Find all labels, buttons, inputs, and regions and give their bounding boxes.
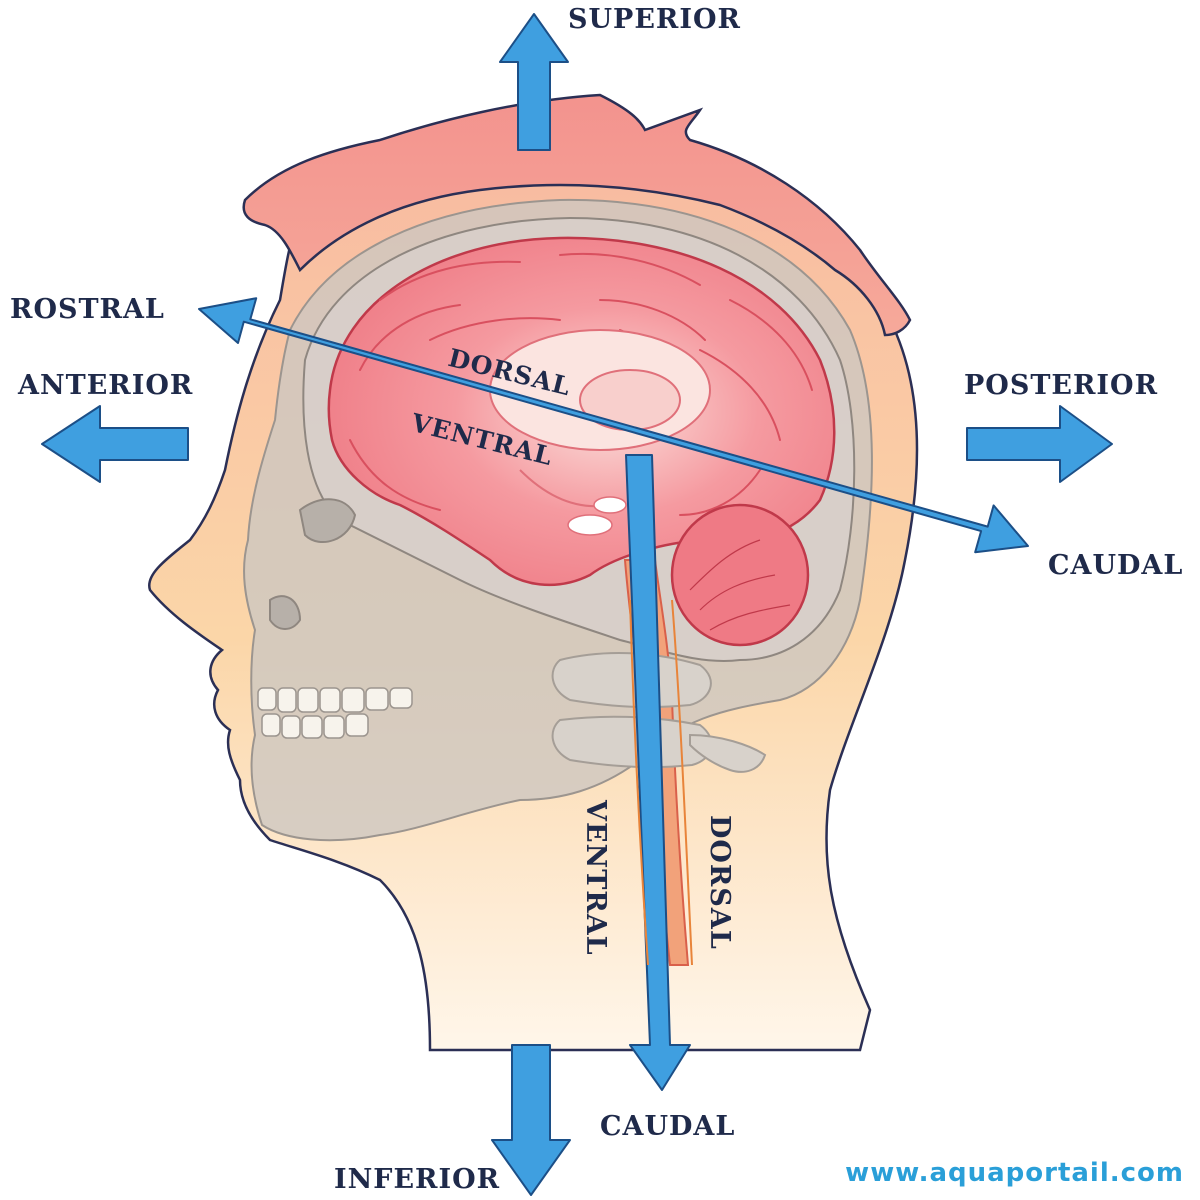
teeth: [257, 687, 413, 739]
inner-brain: [489, 329, 711, 536]
cerebellum-branches: [689, 539, 791, 631]
label-dorsal-spine: DORSAL: [704, 815, 735, 950]
cord-lines: [629, 599, 693, 966]
label-rostral: ROSTRAL: [10, 294, 165, 325]
anterior-arrow: [41, 405, 189, 483]
vertebrae: [551, 652, 767, 773]
nasal-cavity: [269, 595, 302, 630]
label-anterior: ANTERIOR: [18, 370, 194, 401]
label-inferior: INFERIOR: [334, 1164, 501, 1195]
inferior-arrow: [491, 1044, 571, 1196]
posterior-arrow: [966, 405, 1113, 483]
label-caudal-bottom: CAUDAL: [600, 1111, 736, 1142]
eye-socket: [298, 498, 357, 544]
superior-arrow: [499, 13, 569, 151]
label-superior: SUPERIOR: [568, 4, 741, 35]
label-ventral-spine: VENTRAL: [580, 800, 611, 956]
ventral-caudal-arrow: [625, 454, 691, 1091]
cerebellum: [670, 503, 810, 647]
rostral-caudal-arrow: [198, 297, 1029, 554]
label-posterior: POSTERIOR: [964, 370, 1159, 401]
hair: [242, 93, 912, 337]
watermark: www.aquaportail.com: [845, 1158, 1184, 1188]
label-caudal-right: CAUDAL: [1048, 550, 1184, 581]
arrows: [41, 13, 1113, 1196]
